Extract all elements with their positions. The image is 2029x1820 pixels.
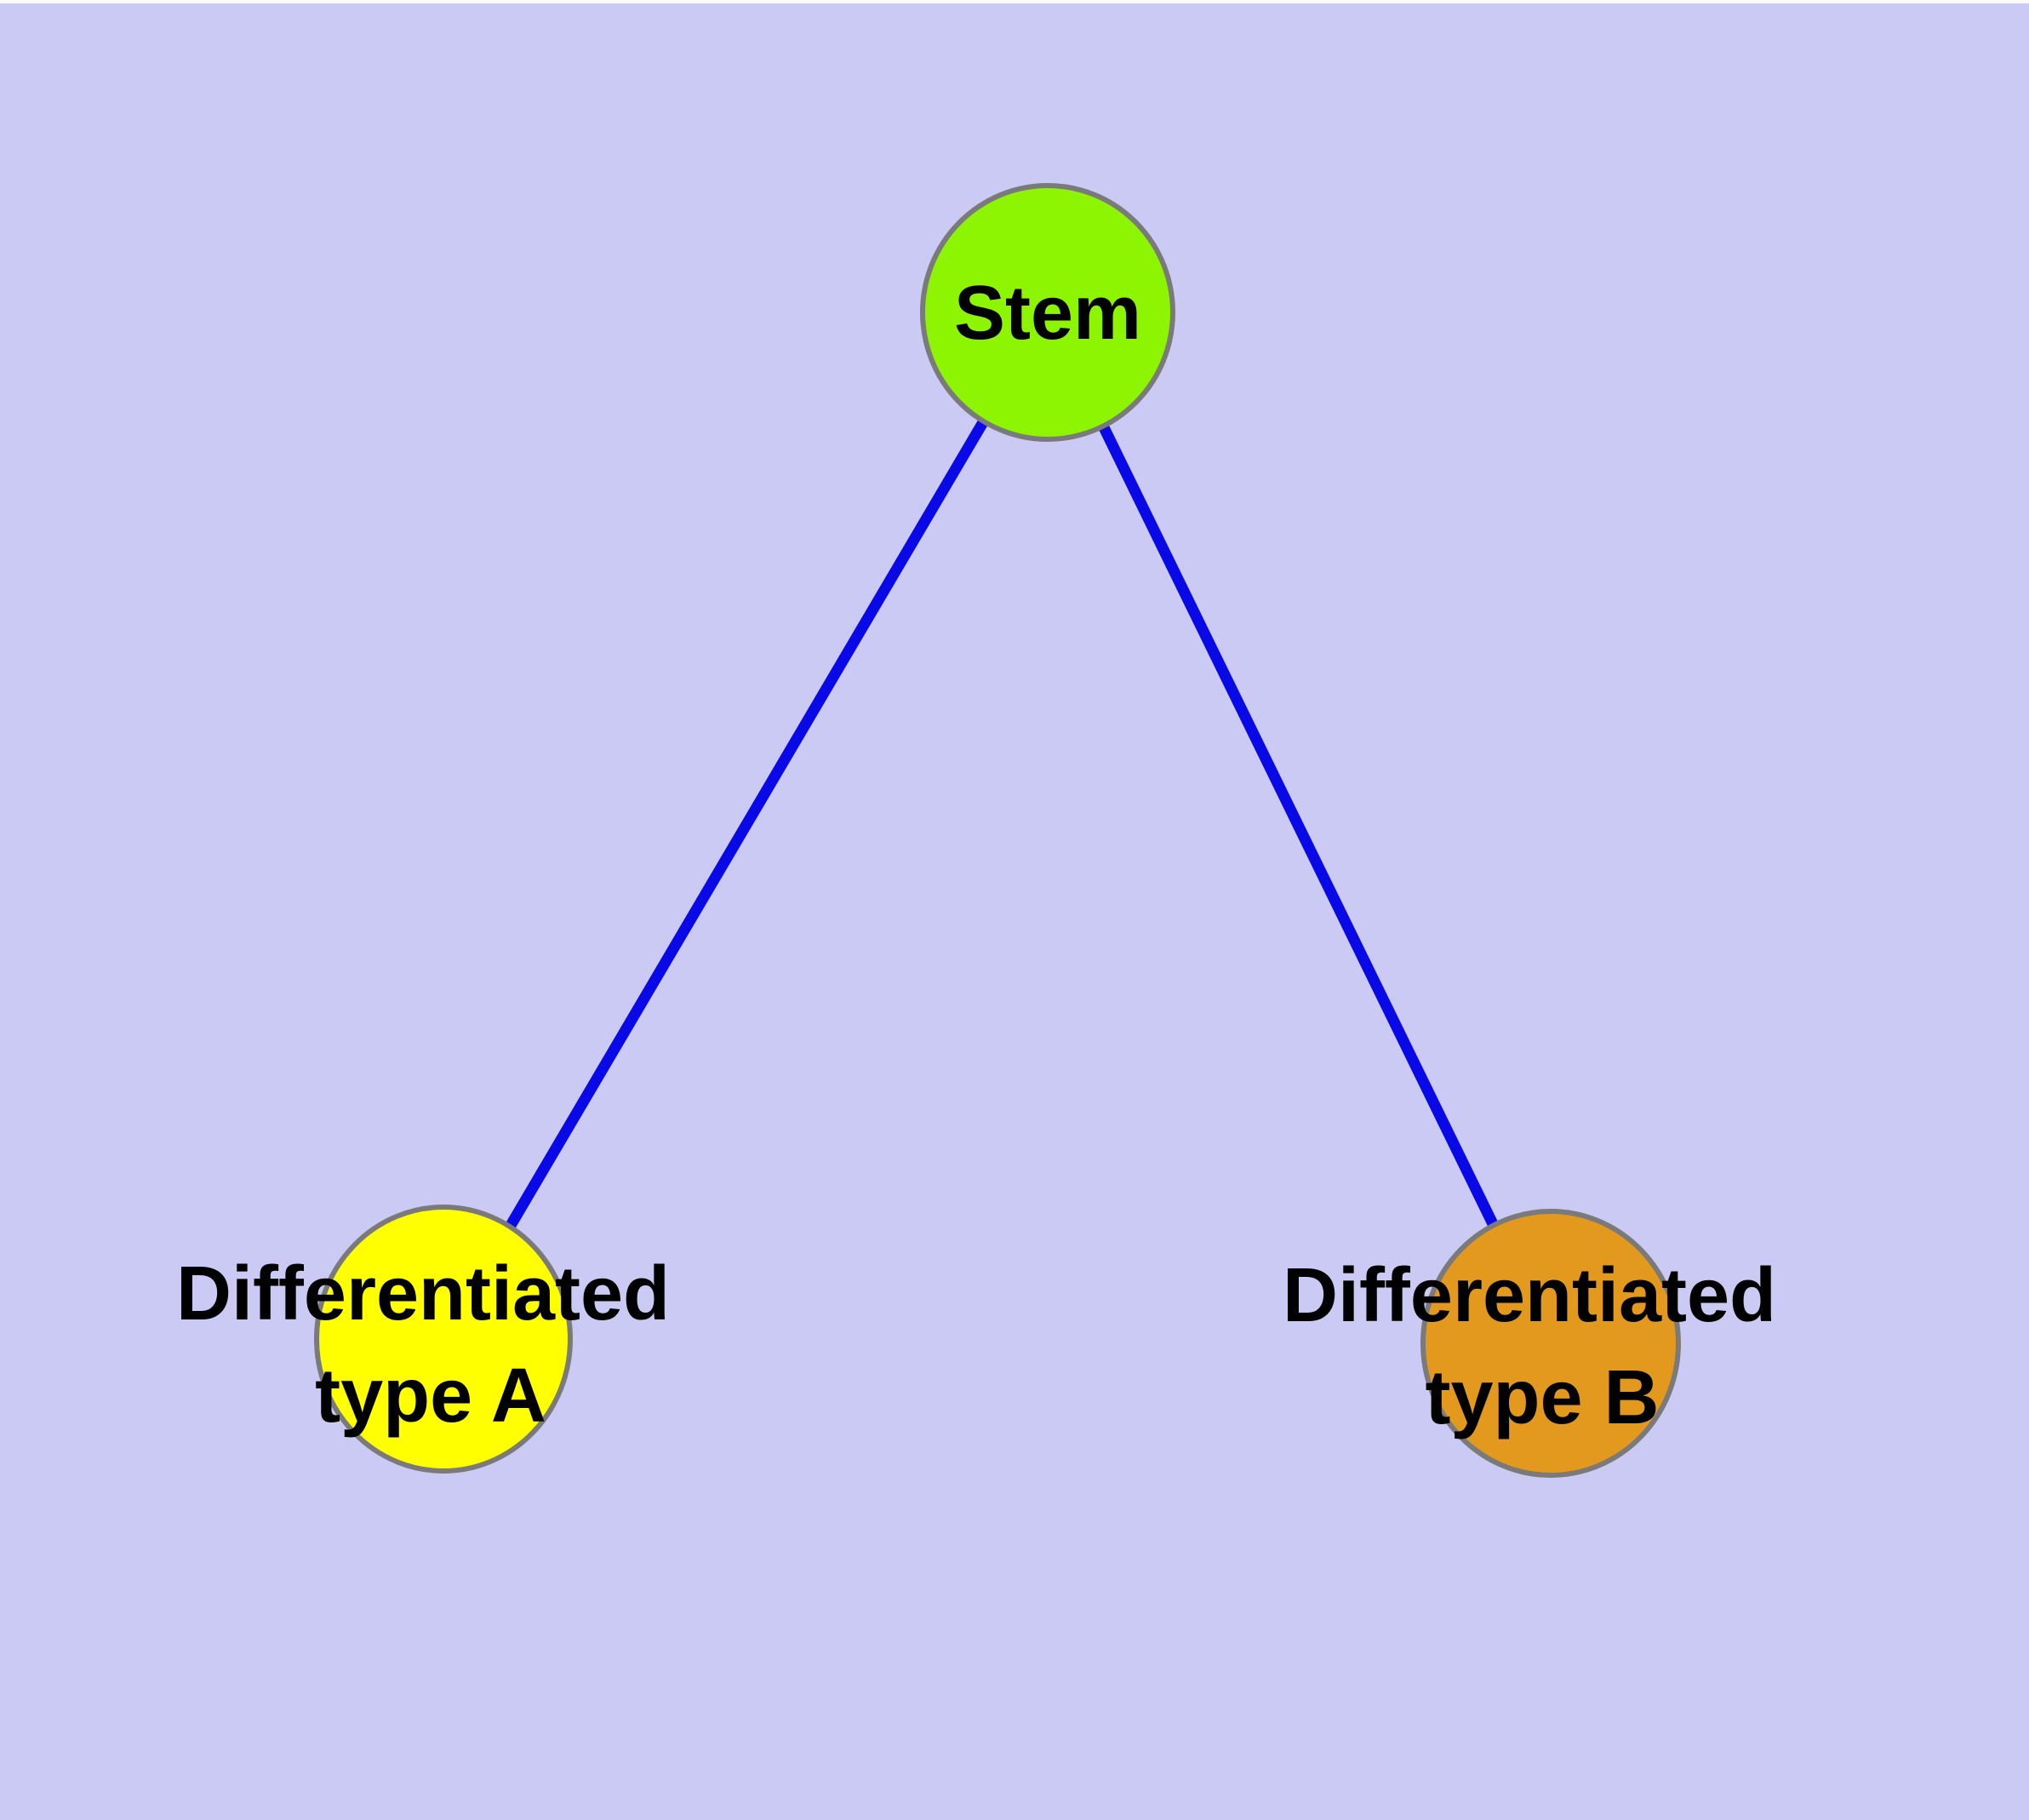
node-type-b-circle — [1420, 1209, 1681, 1478]
node-type-a-label-line1: Differentiated — [176, 1251, 670, 1336]
top-edge-highlight — [0, 0, 2029, 3]
node-type-a-label-line2: type A — [315, 1354, 546, 1439]
node-stem-label: Stem — [954, 271, 1141, 356]
node-differentiated-type-a: Differentiated type A — [176, 1205, 670, 1474]
edge-stem-to-type-b — [1043, 310, 1556, 1345]
node-stem: Stem — [920, 183, 1175, 442]
node-type-b-label-line2: type B — [1425, 1355, 1659, 1440]
node-type-b-label-line1: Differentiated — [1283, 1253, 1776, 1338]
node-type-a-circle — [314, 1205, 573, 1474]
edge-stem-to-type-a — [439, 309, 1053, 1342]
node-differentiated-type-b: Differentiated type B — [1283, 1209, 1776, 1478]
node-stem-circle — [920, 183, 1175, 442]
